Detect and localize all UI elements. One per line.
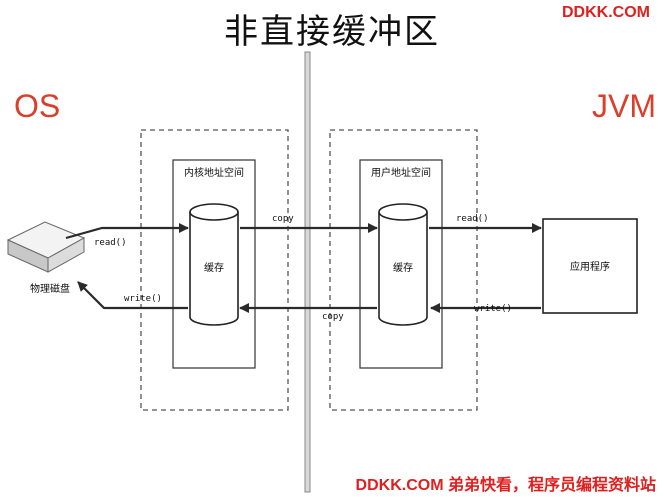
kernel-cache-label: 缓存: [204, 261, 224, 274]
application-label: 应用程序: [570, 260, 610, 273]
user-space-label: 用户地址空间: [371, 166, 431, 179]
disk-read-label: read(): [94, 238, 127, 248]
watermark-bottom: DDKK.COM 弟弟快看，程序员编程资料站: [355, 477, 656, 494]
disk-label: 物理磁盘: [30, 282, 70, 295]
user-cache-label: 缓存: [393, 261, 413, 274]
disk-write-label: write(): [124, 294, 162, 304]
kernel-outer-dashed-box: [140, 129, 289, 411]
disk-write-arrow: [77, 281, 188, 310]
disk-read-arrow: [65, 223, 189, 240]
app-read-label: read(): [456, 214, 489, 224]
kernel-space-label: 内核地址空间: [184, 166, 244, 179]
copy-to-user-label: copy: [272, 214, 294, 224]
diagram-title: 非直接缓冲区: [224, 12, 440, 52]
jvm-label: JVM: [592, 88, 656, 124]
disk-icon: [6, 221, 86, 273]
copy-to-kernel-label: copy: [322, 312, 344, 322]
application-box: [542, 218, 638, 314]
watermark-top: DDKK.COM: [562, 4, 650, 21]
kernel-cache-cylinder: [189, 203, 239, 326]
app-write-label: write(): [474, 304, 512, 314]
os-label: OS: [14, 88, 61, 124]
center-divider: [304, 51, 311, 493]
user-outer-dashed-box: [329, 129, 478, 411]
user-cache-cylinder: [378, 203, 428, 326]
